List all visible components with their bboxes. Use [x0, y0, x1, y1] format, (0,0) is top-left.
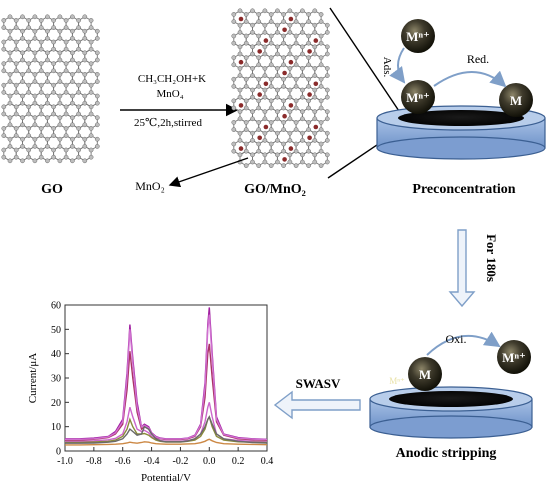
x-tick-label: -0.2 — [173, 456, 189, 467]
preconcentration-label: Preconcentration — [412, 182, 515, 197]
go-mno2-label: GO/MnO₂ — [244, 182, 306, 197]
mno2-arrow — [168, 157, 249, 188]
mno2-particle — [288, 146, 294, 151]
y-tick-label: 10 — [51, 422, 61, 433]
metal-sphere-reduced-label: M — [510, 93, 522, 108]
mno2-particle — [282, 27, 287, 33]
mno2-particle — [307, 135, 312, 141]
oxi-label: Oxi. — [446, 332, 467, 346]
mno2-particle — [307, 49, 312, 54]
oxidation-arrow — [426, 331, 501, 356]
x-tick-label: 0.4 — [261, 456, 274, 467]
mno2-particle — [238, 146, 244, 151]
mno2-particle — [238, 16, 244, 22]
ion-sphere-released-label: Mⁿ⁺ — [502, 350, 526, 365]
red-label: Red. — [467, 52, 489, 66]
reagent-line1: CH₃CH₂OH+K — [138, 73, 206, 85]
x-tick-label: -1.0 — [57, 456, 73, 467]
swasv-chart: 0 10 20 30 40 50 60 -1.0 -0.8 -0.6 -0.4 -0.2 0.0 0.2… — [27, 301, 273, 485]
x-tick-label: -0.4 — [144, 456, 160, 467]
series-line-5 — [65, 314, 268, 441]
mno2-particle — [288, 59, 294, 65]
mno2-particle — [257, 135, 263, 141]
ion-sphere-top-label: Mⁿ⁺ — [406, 29, 430, 44]
series-line-7 — [65, 415, 268, 444]
x-tick-label: 0.0 — [203, 456, 216, 467]
y-tick-label: 60 — [51, 301, 61, 312]
go-mno2-lattice — [231, 8, 330, 168]
swasv-label: SWASV — [296, 376, 341, 391]
zoom-line-top — [329, 7, 406, 121]
reduction-arrow — [433, 70, 507, 88]
mno2-particle — [263, 38, 269, 43]
mno2-particle — [257, 92, 263, 97]
ads-label: Ads. — [381, 57, 393, 78]
metal-sphere-stripping — [408, 357, 442, 391]
down-arrow — [448, 229, 476, 308]
y-axis-label: Current/μA — [27, 353, 39, 404]
x-tick-label: -0.8 — [86, 456, 102, 467]
go-label: GO — [41, 182, 63, 197]
left-arrow — [273, 390, 361, 420]
reagent-line2: MnO₄ — [156, 88, 183, 100]
y-tick-label: 0 — [56, 447, 61, 458]
mno2-particle — [288, 16, 294, 22]
ion-sphere-released — [497, 340, 531, 374]
mno2-label: MnO₂ — [135, 179, 165, 193]
series-line-2 — [65, 415, 268, 444]
mno2-particle — [307, 92, 312, 97]
mno2-particle — [282, 70, 287, 76]
plot-frame — [64, 304, 268, 452]
mno2-particle — [282, 157, 287, 162]
ion-sphere-adsorbed — [401, 80, 435, 114]
reagent-line3: 25℃,2h,stirred — [134, 117, 202, 129]
y-tick-label: 50 — [51, 325, 61, 336]
anodic-stripping-label: Anodic stripping — [396, 446, 497, 461]
stripping-electrode — [369, 386, 533, 439]
mno2-particle — [313, 81, 319, 87]
y-tick-label: 40 — [51, 349, 61, 360]
mno2-particle — [263, 81, 269, 87]
faint-ion-label: Mⁿ⁺ — [389, 376, 405, 386]
mno2-particle — [263, 124, 269, 130]
mno2-particle — [238, 59, 244, 65]
mno2-particle — [313, 124, 319, 130]
for-180s-label: For 180s — [484, 234, 499, 282]
mno2-particle — [282, 113, 287, 119]
mno2-particle — [257, 49, 263, 54]
y-tick-label: 30 — [51, 374, 61, 385]
ion-sphere-top — [401, 19, 435, 53]
mno2-particle — [288, 103, 294, 108]
adsorption-arrow — [389, 47, 406, 84]
mno2-particle — [238, 103, 244, 108]
mno2-particle — [313, 38, 319, 43]
ion-sphere-adsorbed-label: Mⁿ⁺ — [406, 90, 430, 105]
go-graphene-lattice — [1, 14, 100, 164]
x-tick-label: 0.2 — [232, 456, 245, 467]
metal-sphere-reduced — [499, 83, 533, 117]
series-line-6 — [65, 438, 268, 446]
x-tick-label: -0.6 — [115, 456, 131, 467]
metal-sphere-stripping-label: M — [419, 367, 431, 382]
y-tick-label: 20 — [51, 398, 61, 409]
x-axis-label: Potential/V — [141, 472, 191, 484]
